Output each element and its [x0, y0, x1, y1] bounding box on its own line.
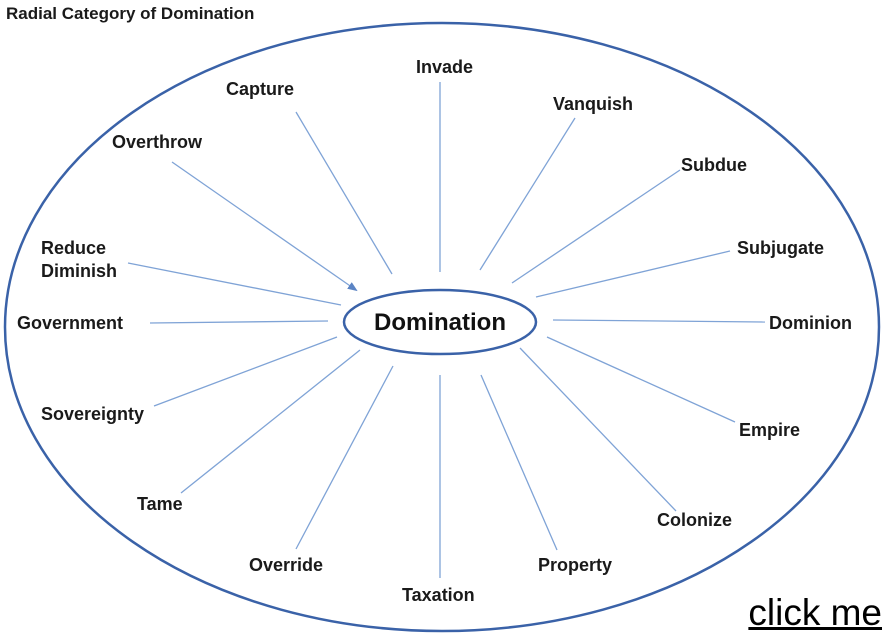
- spoke-capture: [295, 111, 393, 275]
- spoke-empire: [546, 336, 736, 423]
- term-dominion: Dominion: [769, 313, 852, 333]
- click-me-link[interactable]: click me: [748, 592, 882, 633]
- term-property: Property: [538, 555, 613, 575]
- spoke-colonize: [519, 347, 677, 512]
- term-capture: Capture: [226, 79, 295, 99]
- term-government: Government: [17, 313, 124, 333]
- term-empire: Empire: [739, 420, 801, 440]
- term-taxation: Taxation: [402, 585, 475, 605]
- term-sovereignty: Sovereignty: [41, 404, 145, 424]
- diagram-title: Radial Category of Domination: [6, 4, 255, 23]
- spoke-subjugate: [535, 250, 731, 298]
- spoke-property: [480, 374, 558, 551]
- spoke-overthrow: [171, 161, 358, 292]
- spoke-vanquish: [479, 117, 576, 271]
- term-subdue: Subdue: [681, 155, 747, 175]
- term-reduce-diminish: Reduce Diminish: [41, 238, 118, 281]
- spoke-government: [149, 320, 329, 324]
- term-tame: Tame: [137, 494, 183, 514]
- spoke-dominion: [552, 319, 766, 323]
- term-colonize: Colonize: [657, 510, 732, 530]
- spoke-subdue: [511, 169, 681, 284]
- spoke-tame: [180, 349, 361, 494]
- term-override: Override: [249, 555, 324, 575]
- term-subjugate: Subjugate: [737, 238, 825, 258]
- term-invade: Invade: [416, 57, 474, 77]
- spoke-reduce-diminish: [127, 262, 342, 306]
- spoke-sovereignty: [153, 336, 338, 407]
- center-label: Domination: [374, 309, 506, 336]
- outer-ellipse: [3, 21, 881, 633]
- spokes: [127, 82, 766, 578]
- center-ellipse: [342, 288, 538, 356]
- term-vanquish: Vanquish: [553, 94, 634, 114]
- spoke-override: [295, 365, 394, 550]
- term-overthrow: Overthrow: [112, 132, 203, 152]
